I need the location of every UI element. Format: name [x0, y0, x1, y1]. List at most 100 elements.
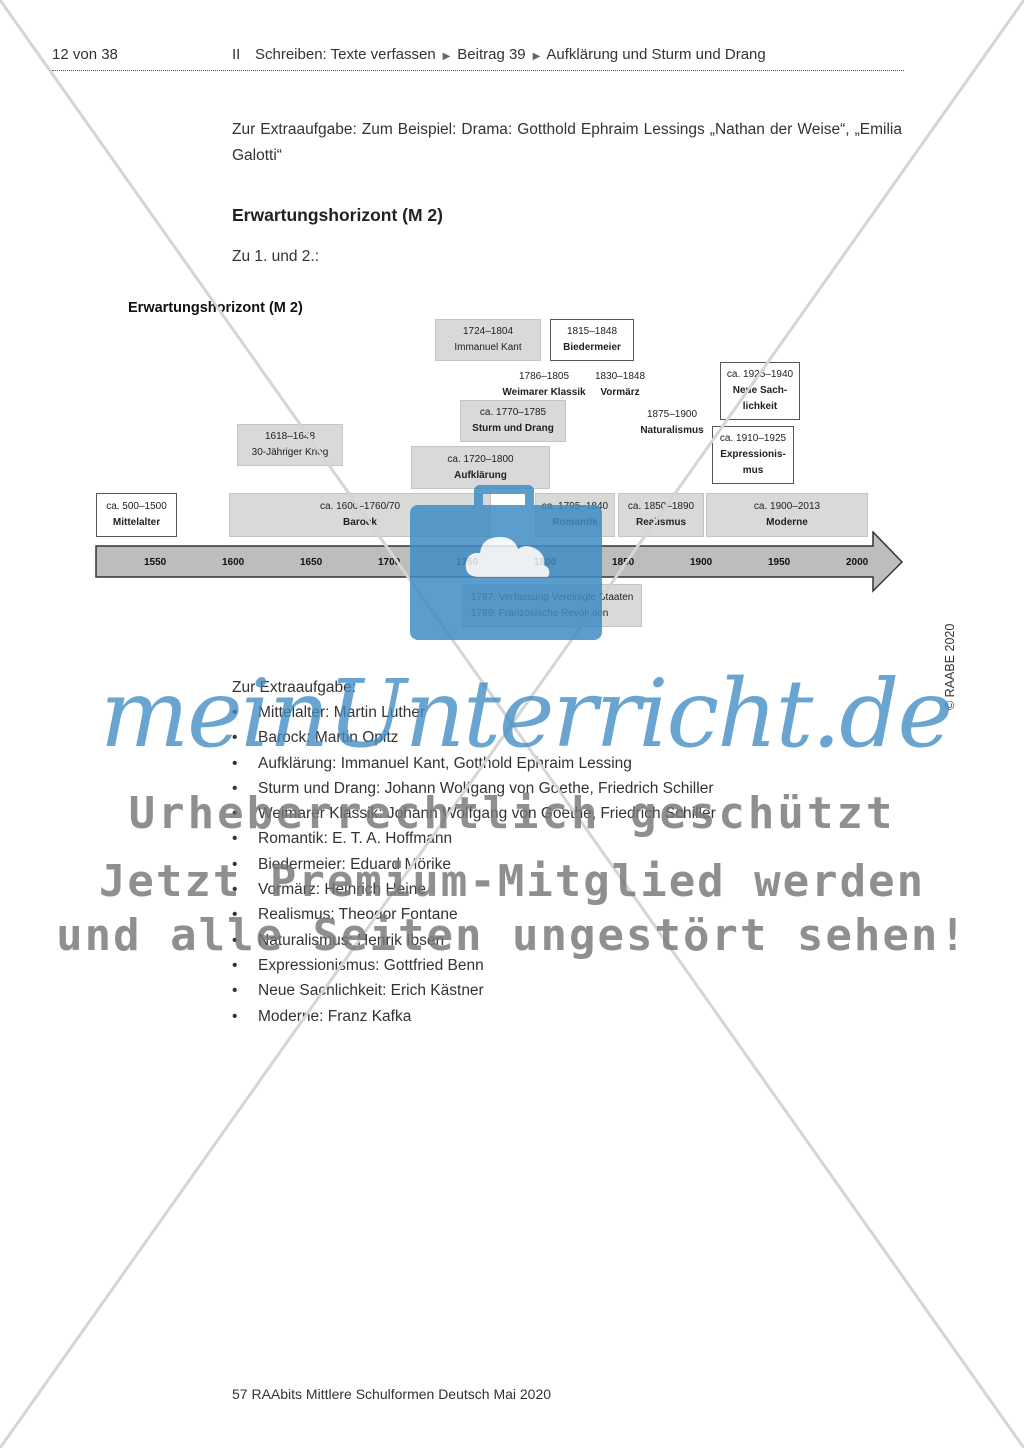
list-item: • Barock: Martin Opitz	[232, 725, 716, 750]
list-item-text: Neue Sachlichkeit: Erich Kästner	[258, 982, 484, 1000]
bullet-icon: •	[232, 779, 238, 797]
list-item: • Sturm und Drang: Johann Wolfgang von Go…	[232, 776, 716, 801]
revolution-line-2: 1789: Französische Revolution	[471, 607, 609, 619]
biedermeier-box: 1815–1848 Biedermeier	[550, 319, 634, 361]
kant-name: Immanuel Kant	[454, 342, 522, 353]
breadcrumb-item: Schreiben: Texte verfassen	[255, 46, 436, 63]
realismus-date: ca. 1850–1890	[627, 501, 695, 512]
list-item-text: Vormärz: Heinrich Heine	[258, 881, 426, 899]
aufklaerung-date: ca. 1720–1800	[447, 453, 514, 465]
tick-1850: 1850	[612, 557, 635, 568]
realismus-name: Realismus	[635, 517, 687, 528]
bullet-icon: •	[232, 1007, 238, 1025]
romantik-date: ca. 1795–1840	[541, 501, 609, 512]
tick-1700: 1700	[378, 557, 401, 568]
sturm-name: Sturm und Drang	[472, 423, 554, 434]
list-item: • Expressionismus: Gottfried Benn	[232, 953, 716, 978]
bullet-icon: •	[232, 830, 238, 848]
vormaerz-name: Vormärz	[600, 387, 640, 398]
header-divider	[52, 70, 904, 71]
tick-1950: 1950	[768, 557, 791, 568]
moderne-name: Moderne	[766, 517, 808, 528]
naturalismus-date: 1875–1900	[646, 409, 698, 420]
vormaerz-label: 1830–1848 Vormärz	[590, 368, 650, 402]
list-item: • Neue Sachlichkeit: Erich Kästner	[232, 978, 716, 1003]
bullet-icon: •	[232, 805, 238, 823]
tick-1650: 1650	[300, 557, 323, 568]
side-copyright: © RAABE 2020	[943, 623, 957, 710]
triangle-right-icon: ▶	[529, 51, 544, 62]
list-item: • Moderne: Franz Kafka	[232, 1004, 716, 1029]
list-item-text: Mittelalter: Martin Luther	[258, 704, 426, 721]
list-item: • Realismus: Theodor Fontane	[232, 902, 716, 927]
breadcrumb-item: Aufklärung und Sturm und Drang	[546, 46, 766, 63]
bullet-icon: •	[232, 931, 238, 949]
list-item: • Aufklärung: Immanuel Kant, Gotthold Eph…	[232, 751, 716, 776]
biedermeier-name: Biedermeier	[563, 342, 621, 353]
bullet-icon: •	[232, 855, 238, 873]
bullet-icon: •	[232, 956, 238, 974]
weimar-label: 1786–1805 Weimarer Klassik	[498, 368, 590, 402]
triangle-right-icon: ▶	[439, 51, 454, 62]
bullet-icon: •	[232, 754, 238, 772]
list-item-text: Barock: Martin Opitz	[258, 729, 399, 747]
biedermeier-date: 1815–1848	[566, 326, 618, 337]
weimar-name: Weimarer Klassik	[502, 387, 586, 398]
page-number: 12 von 38	[52, 46, 118, 63]
tick-1900: 1900	[690, 557, 713, 568]
list-item: • Weimarer Klassik: Johann Wolfgang von G…	[232, 801, 716, 826]
sturm-und-drang-box: ca. 1770–1785 Sturm und Drang	[460, 400, 566, 442]
aufklaerung-box: ca. 1720–1800 Aufklärung	[411, 446, 550, 489]
bullet-icon: •	[232, 704, 238, 721]
moderne-date: ca. 1900–2013	[753, 501, 821, 512]
expressionismus-name: Expressionis-mus	[720, 449, 786, 476]
weimar-date: 1786–1805	[518, 371, 570, 382]
thirty-years-war-box: 1618–1648 30-Jähriger Krieg	[237, 424, 343, 466]
bullet-icon: •	[232, 729, 238, 747]
list-item-text: Biedermeier: Eduard Mörike	[258, 855, 451, 873]
section-label: II	[232, 46, 241, 63]
neue-sachlichkeit-name: Neue Sach-lichkeit	[732, 385, 788, 412]
mittelalter-date: ca. 500–1500	[106, 501, 167, 512]
extra-task-paragraph: Zur Extraaufgabe: Zum Beispiel: Drama: G…	[232, 121, 902, 164]
barock-date: ca. 1600–1760/70	[319, 501, 401, 512]
expressionismus-box: ca. 1910–1925 Expressionis-mus	[712, 426, 794, 484]
task-label: Zu 1. und 2.:	[232, 248, 320, 265]
list-item: • Romantik: E. T. A. Hoffmann	[232, 826, 716, 851]
list-item: • Biedermeier: Eduard Mörike	[232, 852, 716, 877]
aufklaerung-name: Aufklärung	[454, 469, 507, 481]
revolution-line-1: 1787: Verfassung Vereinigte Staaten	[471, 591, 634, 603]
tick-2000: 2000	[846, 557, 869, 568]
kant-box: 1724–1804 Immanuel Kant	[435, 319, 541, 361]
expressionismus-date: ca. 1910–1925	[719, 433, 787, 444]
extra-list-title: Zur Extraaufgabe:	[232, 679, 357, 696]
list-item-text: Aufklärung: Immanuel Kant, Gotthold Ephr…	[258, 754, 632, 772]
list-item-text: Moderne: Franz Kafka	[258, 1007, 412, 1025]
kant-date: 1724–1804	[462, 326, 514, 337]
bullet-icon: •	[232, 982, 238, 1000]
bullet-icon: •	[232, 906, 238, 924]
breadcrumb: Schreiben: Texte verfassen ▶ Beitrag 39 …	[255, 46, 766, 63]
list-item-text: Realismus: Theodor Fontane	[258, 906, 458, 924]
mittelalter-name: Mittelalter	[112, 517, 161, 528]
list-item-text: Weimarer Klassik: Johann Wolfgang von Go…	[258, 805, 716, 823]
list-item: • Vormärz: Heinrich Heine	[232, 877, 716, 902]
neue-sachlichkeit-date: ca. 1925–1940	[726, 369, 794, 380]
tick-1550: 1550	[144, 557, 167, 568]
list-item-text: Expressionismus: Gottfried Benn	[258, 956, 484, 974]
section-heading: Erwartungshorizont (M 2)	[232, 205, 443, 225]
bullet-icon: •	[232, 881, 238, 899]
list-item-text: Sturm und Drang: Johann Wolfgang von Goe…	[258, 779, 714, 797]
romantik-name: Romantik	[552, 517, 598, 528]
war-date: 1618–1648	[264, 431, 316, 442]
list-item: • Mittelalter: Martin Luther	[232, 700, 716, 725]
tick-1800: 1800	[534, 557, 557, 568]
war-name: 30-Jähriger Krieg	[251, 447, 329, 458]
sturm-date: ca. 1770–1785	[479, 407, 547, 418]
barock-name: Barock	[343, 517, 377, 528]
list-item-text: Naturalismus: Henrik Ibsen	[258, 931, 445, 949]
naturalismus-label: 1875–1900 Naturalismus	[636, 406, 708, 440]
vormaerz-date: 1830–1848	[594, 371, 646, 382]
list-item-text: Romantik: E. T. A. Hoffmann	[258, 830, 453, 848]
timeline-title: Erwartungshorizont (M 2)	[128, 300, 303, 316]
